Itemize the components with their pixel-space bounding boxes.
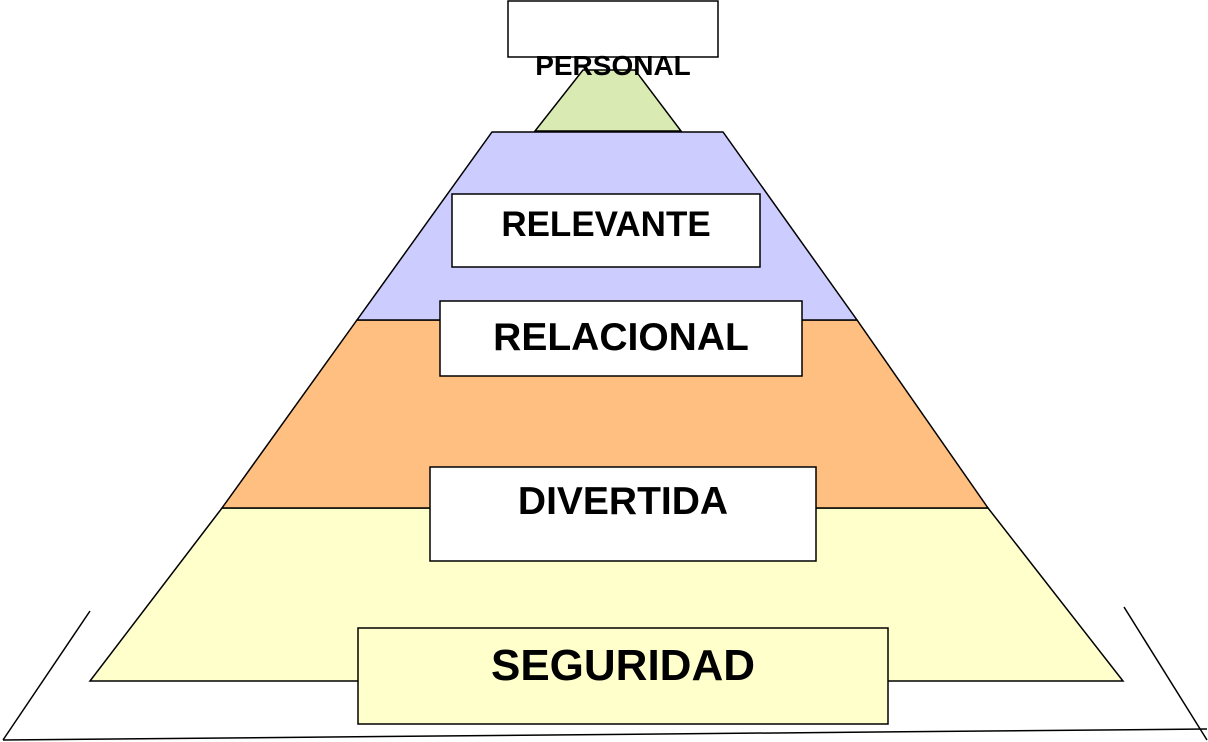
label-relacional: RELACIONAL — [493, 316, 749, 359]
base-frame-left-line — [2, 610, 91, 741]
relevante-box — [451, 193, 761, 268]
label-divertida: DIVERTIDA — [518, 480, 728, 523]
seguridad-box — [357, 627, 889, 725]
label-seguridad: SEGURIDAD — [491, 641, 755, 690]
tier-personal-tip — [533, 69, 683, 132]
personal-box — [507, 0, 719, 58]
relacional-box — [439, 300, 803, 377]
label-personal: PERSONAL — [535, 50, 691, 81]
divertida-box — [429, 466, 817, 562]
label-relevante: RELEVANTE — [501, 205, 710, 244]
pyramid-base-frame — [2, 606, 1208, 741]
base-frame-bottom-line — [2, 728, 1208, 741]
base-frame-right-line — [1123, 606, 1208, 741]
